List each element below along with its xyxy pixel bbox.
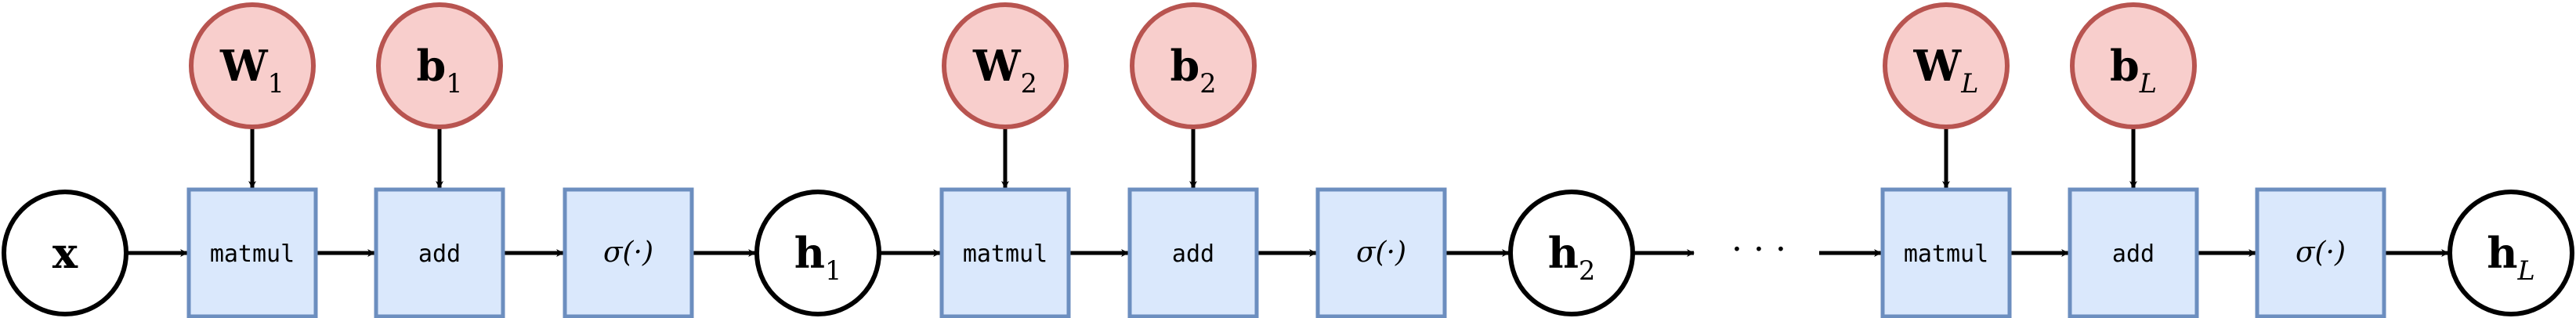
bias-node-3: bL [2070, 2, 2197, 129]
bias-label-1-subscript: 1 [446, 68, 462, 99]
hidden-label-1-base: h [794, 228, 825, 278]
weight-label-1-subscript: 1 [268, 68, 284, 99]
bias-label-3-base: b [2110, 41, 2140, 91]
bias-node-1: b1 [376, 2, 503, 129]
matmul-box-1-label: matmul [210, 240, 295, 268]
add-box-1-label: add [418, 240, 461, 268]
activation-box-3-label: σ(·) [2296, 237, 2346, 269]
matmul-box-2: matmul [939, 187, 1071, 318]
hidden-node-2: h2 [1508, 190, 1635, 316]
matmul-box-1-shape [186, 187, 318, 318]
add-box-1: add [374, 187, 505, 318]
weight-label-1: W1 [219, 41, 284, 99]
bias-label-1: b1 [416, 41, 462, 99]
bias-label-3: bL [2110, 41, 2157, 99]
add-box-3-label: add [2112, 240, 2155, 268]
weight-label-3-base: W [1913, 41, 1963, 91]
hidden-label-3: hL [2487, 228, 2535, 286]
activation-box-1: σ(·) [563, 187, 694, 318]
activation-box-2-label: σ(·) [1356, 237, 1406, 269]
activation-box-3: σ(·) [2255, 187, 2386, 318]
input-node-x-shape [2, 190, 128, 316]
bias-node-2-shape [1130, 2, 1257, 129]
ellipsis: · · · [1731, 229, 1786, 269]
activation-box-1-shape [563, 187, 694, 318]
weight-node-1-shape [189, 2, 316, 129]
edges-layer [126, 127, 2449, 257]
weight-node-3: WL [1883, 2, 2010, 129]
input-label: x [52, 228, 78, 278]
hidden-node-1: h1 [754, 190, 881, 316]
add-box-2-shape [1127, 187, 1259, 318]
bias-node-1-shape [376, 2, 503, 129]
hidden-label-2-subscript: 2 [1579, 255, 1595, 286]
matmul-box-3: matmul [1880, 187, 2012, 318]
hidden-node-3: hL [2448, 190, 2574, 316]
hidden-node-2-shape [1508, 190, 1635, 316]
bias-node-2: b2 [1130, 2, 1257, 129]
input-node-x: x [2, 190, 128, 316]
activation-box-2: σ(·) [1315, 187, 1447, 318]
matmul-box-3-shape [1880, 187, 2012, 318]
bias-label-2-subscript: 2 [1199, 68, 1216, 99]
hidden-label-2: h2 [1548, 228, 1596, 286]
activation-box-1-label: σ(·) [603, 237, 653, 269]
bias-label-2-base: b [1170, 41, 1199, 91]
input-label-base: x [52, 228, 78, 278]
weight-node-1: W1 [189, 2, 316, 129]
add-box-3: add [2068, 187, 2199, 318]
matmul-box-2-label: matmul [963, 240, 1047, 268]
weight-label-1-base: W [219, 41, 269, 91]
weight-node-3-shape [1883, 2, 2010, 129]
matmul-box-2-shape [939, 187, 1071, 318]
hidden-label-2-base: h [1548, 228, 1579, 278]
add-box-3-shape [2068, 187, 2199, 318]
hidden-node-1-shape [754, 190, 881, 316]
bias-node-3-shape [2070, 2, 2197, 129]
activation-box-2-shape [1315, 187, 1447, 318]
bias-label-2: b2 [1170, 41, 1216, 99]
hidden-node-3-shape [2448, 190, 2574, 316]
add-box-2-label: add [1172, 240, 1214, 268]
activation-box-3-shape [2255, 187, 2386, 318]
bias-label-3-subscript: L [2139, 68, 2157, 99]
matmul-box-1: matmul [186, 187, 318, 318]
weight-label-3-subscript: L [1960, 68, 1978, 99]
weight-label-3: WL [1913, 41, 1979, 99]
add-box-2: add [1127, 187, 1259, 318]
weight-node-2-shape [942, 2, 1069, 129]
bias-label-1-base: b [416, 41, 446, 91]
weight-label-2-subscript: 2 [1021, 68, 1037, 99]
weight-label-2: W2 [972, 41, 1037, 99]
weight-label-2-base: W [972, 41, 1022, 91]
matmul-box-3-label: matmul [1904, 240, 1988, 268]
hidden-label-1: h1 [794, 228, 842, 286]
hidden-label-3-subscript: L [2517, 255, 2535, 286]
hidden-label-3-base: h [2487, 228, 2517, 278]
add-box-1-shape [374, 187, 505, 318]
weight-node-2: W2 [942, 2, 1069, 129]
hidden-label-1-subscript: 1 [825, 255, 841, 286]
